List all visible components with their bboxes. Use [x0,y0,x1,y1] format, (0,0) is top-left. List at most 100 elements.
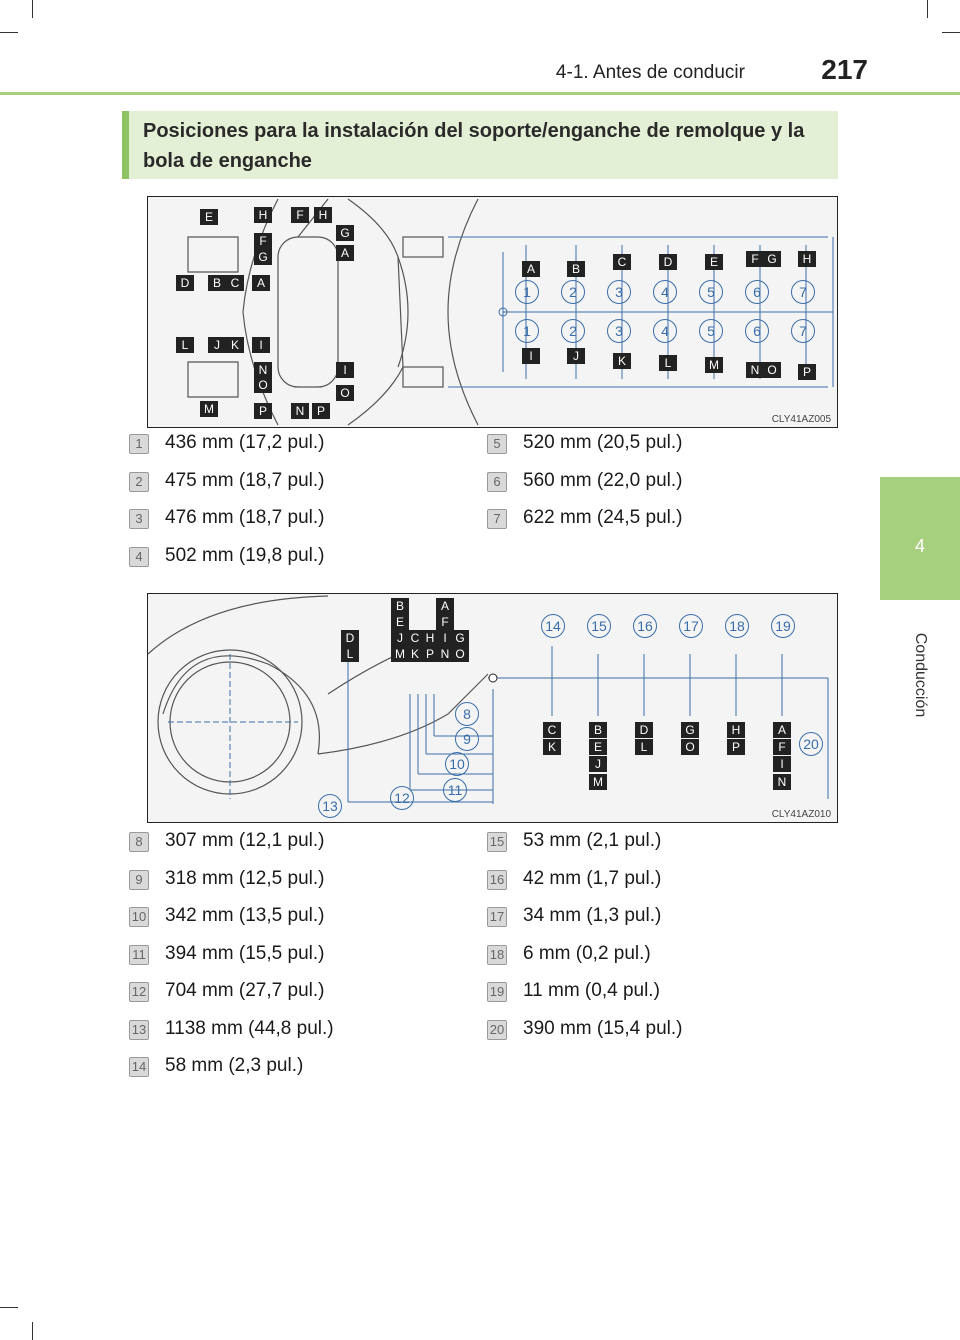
left-view-label: F [254,233,272,249]
center-view-label: I [336,362,354,378]
chapter-tab [880,477,960,600]
dimension-callout-icon: 4 [653,280,677,304]
dimension-callout-icon: 6 [745,280,769,304]
measurement-item: 17 34 mm (1,3 pul.) [487,905,817,931]
bottom-hitch-label: I [522,348,540,364]
top-hitch-label: C [613,254,631,270]
stack-hitch-label: P [421,646,439,662]
center-view-label: P [312,403,330,419]
column-hitch-label: H [727,722,745,738]
measurement-value: 476 mm (18,7 pul.) [165,507,325,528]
crop-mark [0,32,18,33]
column-hitch-label: N [773,774,791,790]
dimension-callout-icon: 4 [653,319,677,343]
column-hitch-label: F [773,739,791,755]
measurement-item: 7 622 mm (24,5 pul.) [487,507,817,533]
dimension-callout-icon: 3 [607,319,631,343]
dimension-callout-icon: 7 [791,319,815,343]
left-view-label: K [226,337,244,353]
measurement-number-badge: 13 [129,1019,149,1040]
measurement-number-badge: 5 [487,434,507,454]
header-rule [0,92,960,95]
top-hitch-label: A [522,261,540,277]
left-view-label: B [208,275,226,291]
bottom-hitch-label: L [659,355,677,371]
stack-hitch-label: K [406,646,424,662]
measurement-value: 560 mm (22,0 pul.) [523,469,683,491]
dimension-callout-icon: 14 [541,614,565,638]
dimension-callout-icon: 16 [633,614,657,638]
measurement-number-badge: 3 [129,509,149,529]
dimension-callout-icon: 8 [455,702,479,726]
top-hitch-label: D [659,254,677,270]
measurement-value: 307 mm (12,1 pul.) [165,830,325,851]
measurement-number-badge: 12 [129,982,149,1002]
column-hitch-label: G [681,722,699,738]
section-title: Posiciones para la instalación del sopor… [143,120,805,172]
measurement-number-badge: 16 [487,869,507,890]
diagram-code: CLY41AZ010 [771,809,831,820]
chapter-label: Conducción [912,632,929,718]
crop-mark [927,0,928,18]
crop-mark [32,1322,33,1340]
measurement-item: 16 42 mm (1,7 pul.) [487,868,817,894]
stack-hitch-label: L [341,646,359,662]
measurement-number-badge: 18 [487,944,507,965]
bottom-hitch-label: O [763,362,781,378]
top-hitch-label: H [798,251,816,267]
measurement-number-badge: 14 [129,1057,149,1077]
center-view-label: G [336,225,354,241]
measurement-value: 622 mm (24,5 pul.) [523,507,683,528]
measurement-number-badge: 6 [487,471,507,492]
column-hitch-label: L [635,739,653,755]
measurement-number-badge: 1 [129,434,149,454]
dimension-callout-icon: 7 [791,280,815,304]
measurement-value: 42 mm (1,7 pul.) [523,867,662,889]
stack-hitch-label: B [391,598,409,614]
column-hitch-label: B [589,722,607,738]
stack-hitch-label: A [436,598,454,614]
measurement-value: 1138 mm (44,8 pul.) [165,1017,334,1039]
measurement-number-badge: 19 [487,982,507,1002]
stack-hitch-label: C [406,630,424,646]
dimension-callout-icon: 20 [799,732,823,756]
header-section-title: 4-1. Antes de conducir [555,62,745,83]
dimension-callout-icon: 17 [679,614,703,638]
measurement-value: 34 mm (1,3 pul.) [523,905,662,926]
column-hitch-label: A [773,722,791,738]
dimension-callout-icon: 1 [515,319,539,343]
stack-hitch-label: G [451,630,469,646]
stack-hitch-label: J [391,630,409,646]
left-view-label: H [254,207,272,223]
measurement-number-badge: 7 [487,509,507,529]
column-hitch-label: O [681,739,699,755]
chapter-label-wrap: Conducción [884,600,956,750]
dimension-callout-icon: 3 [607,280,631,304]
bottom-hitch-label: K [613,353,631,369]
measurement-number-badge: 17 [487,907,507,927]
dimension-callout-icon: 2 [561,280,585,304]
dimension-callout-icon: 12 [390,786,414,810]
stack-hitch-label: M [391,646,409,662]
bottom-hitch-label: M [705,357,723,373]
dimension-callout-icon: 10 [445,752,469,776]
chapter-number: 4 [914,536,925,556]
measurement-value: 390 mm (15,4 pul.) [523,1017,683,1039]
bottom-hitch-label: P [798,364,816,380]
measurement-value: 394 mm (15,5 pul.) [165,942,325,964]
left-view-label: E [200,209,218,225]
left-view-label: C [226,275,244,291]
center-view-label: O [336,385,354,401]
center-view-label: F [291,207,309,223]
dimension-callout-icon: 5 [699,319,723,343]
dimension-callout-icon: 2 [561,319,585,343]
column-hitch-label: D [635,722,653,738]
